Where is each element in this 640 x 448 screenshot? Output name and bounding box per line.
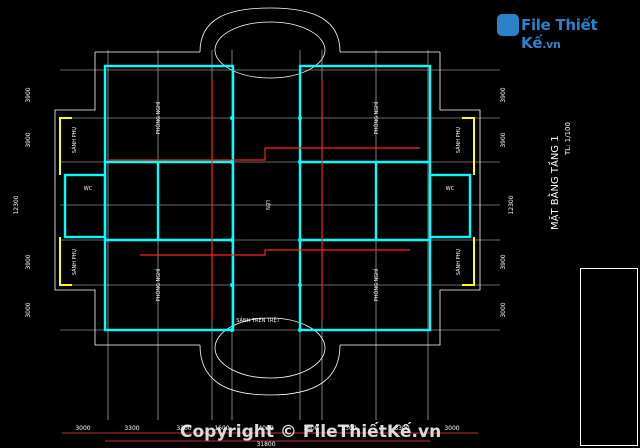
sheet-scale: TL: 1/100	[564, 122, 572, 156]
dim-overall: 31800	[256, 441, 275, 448]
dim-bottom: 4000	[258, 425, 273, 432]
hall-label: SẢNH PHỤ	[454, 127, 462, 153]
sheet-title: MẶT BẰNG TẦNG 1 TL: 1/100	[538, 60, 578, 260]
dim-bottom: 3300	[124, 425, 139, 432]
dim-bottom: 1600	[214, 425, 229, 432]
dim-left: 12300	[13, 195, 20, 214]
brand-suffix: .vn	[542, 38, 561, 51]
room-label: PHÒNG NGHỈ	[154, 101, 162, 134]
dim-bottom: 3000	[75, 425, 90, 432]
dim-bottom: 3300	[176, 425, 191, 432]
hall-label: SẢNH PHỤ	[454, 249, 462, 275]
dim-bottom: 3000	[444, 425, 459, 432]
brand-logo-icon	[497, 14, 519, 36]
dim-bottom: 1600	[303, 425, 318, 432]
dim-right: 3000	[500, 302, 507, 317]
corridor-label: SẢNH TRÊN TRỆT	[236, 316, 280, 324]
dim-bottom: 3300	[341, 425, 356, 432]
dim-right: 12300	[508, 195, 515, 214]
dim-right: 3900	[500, 254, 507, 269]
brand-watermark: File Thiết Kế.vn	[495, 10, 637, 52]
brand-name: File Thiết Kế	[521, 16, 598, 52]
bottom-dimensions: 3000 3300 3300 1600 4000 1600 3300 3300 …	[75, 425, 459, 448]
room-label: PHÒNG NGHỈ	[154, 268, 162, 301]
dim-left: 3900	[25, 132, 32, 147]
wc-label: WC	[84, 186, 93, 192]
hall-label: SẢNH PHỤ	[70, 249, 78, 275]
dim-right: 3900	[500, 87, 507, 102]
copyright-watermark: Copyright © FileThiếtKế.vn	[180, 422, 442, 442]
hall-label: SẢNH PHỤ	[70, 127, 78, 153]
room-label: PHÒNG NGHỈ	[372, 268, 380, 301]
stair-label: LÊN	[264, 200, 272, 210]
grid-lines	[60, 50, 500, 420]
dim-left: 3900	[25, 254, 32, 269]
dim-left: 3900	[25, 87, 32, 102]
walls	[63, 64, 472, 332]
wc-label: WC	[446, 186, 455, 192]
dim-bottom: 3300	[394, 425, 409, 432]
dim-right: 3900	[500, 132, 507, 147]
room-label: PHÒNG NGHỈ	[372, 101, 380, 134]
sheet-title-text: MẶT BẰNG TẦNG 1	[547, 135, 561, 230]
title-block	[580, 268, 638, 446]
dim-left: 3000	[25, 302, 32, 317]
